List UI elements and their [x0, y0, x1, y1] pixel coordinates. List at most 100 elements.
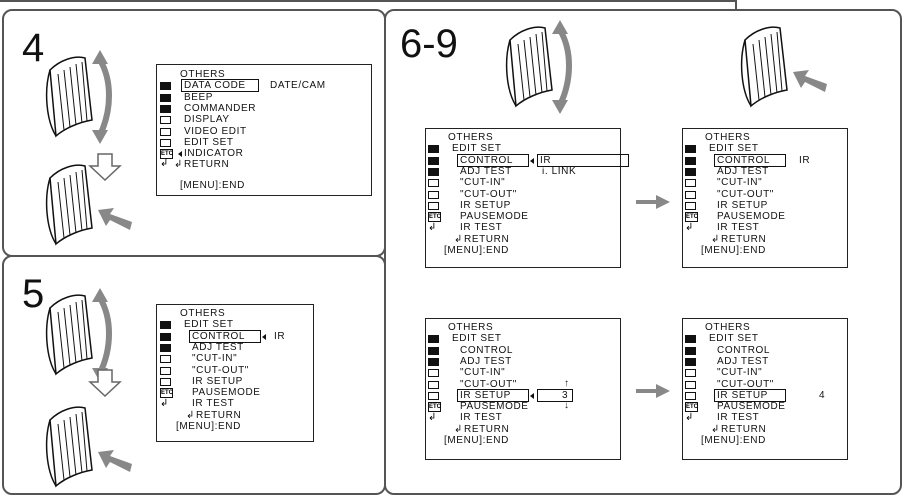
menu-category-icon: [685, 191, 696, 199]
menu-category-icon: [685, 335, 696, 343]
menu-category-icon: [428, 191, 439, 199]
menu-value: 4: [819, 391, 825, 401]
menu-category-icon: [685, 145, 696, 153]
menu-category-icon: [685, 202, 696, 210]
return-glyph-icon: ↲: [186, 411, 195, 421]
menu-category-icon: [428, 392, 439, 400]
menu-category-icon: [685, 157, 696, 165]
menu-category-icon: [428, 369, 439, 377]
menu-item: "CUT-IN": [192, 354, 237, 364]
menu-item: RETURN: [184, 160, 229, 170]
menu-category-icon: [160, 82, 171, 90]
step-6-9-label: 6-9: [400, 24, 458, 64]
menu-item: VIDEO EDIT: [184, 127, 247, 137]
return-icon: ↲: [428, 412, 436, 423]
right-arrow-icon: [636, 195, 670, 209]
menu-item: PAUSEMODE: [460, 402, 529, 412]
selector-arrow: [530, 158, 534, 164]
return-icon: ↲: [160, 158, 168, 169]
menu-value: DATE/CAM: [270, 81, 326, 91]
menu-item: ADJ TEST: [460, 167, 512, 177]
etc-icon: ETC: [428, 402, 441, 412]
return-icon: ↲: [160, 398, 168, 409]
etc-icon: ETC: [685, 402, 698, 412]
menu-item: PAUSEMODE: [460, 212, 529, 222]
jog-dial-rotate-illustration-6: [500, 20, 580, 120]
menu-category-icon: [160, 367, 171, 375]
highlight-box: [181, 79, 259, 92]
menu-item: RETURN: [721, 235, 766, 245]
menu-category-icon: [428, 347, 439, 355]
menu-category-icon: [160, 378, 171, 386]
menu-value: IR: [274, 332, 285, 342]
menu-item: IR TEST: [717, 413, 759, 423]
menu-category-icon: [160, 355, 171, 363]
menu-category-icon: [160, 128, 171, 136]
menu-category-icon: [428, 179, 439, 187]
highlight-box: [457, 154, 529, 167]
menu-item: ADJ TEST: [717, 357, 769, 367]
menu-category-icon: [160, 321, 171, 329]
menu-category-icon: [428, 381, 439, 389]
menu-item: IR TEST: [460, 413, 502, 423]
right-arrow-icon-2: [636, 384, 670, 398]
return-glyph-icon: ↲: [711, 425, 720, 435]
menu-item: BEEP: [184, 93, 213, 103]
highlight-box: [714, 389, 786, 402]
menu-category-icon: [685, 381, 696, 389]
menu-category-icon: [160, 344, 171, 352]
menu-item: IR TEST: [460, 223, 502, 233]
menu-item: ADJ TEST: [460, 357, 512, 367]
menu-item: INDICATOR: [184, 149, 243, 159]
etc-icon: ETC: [685, 212, 698, 222]
selector-arrow: [178, 151, 182, 157]
menu-item: "CUT-OUT": [192, 366, 249, 376]
return-icon: ↲: [428, 222, 436, 233]
menu-item: CONTROL: [717, 346, 770, 356]
menu-category-icon: [428, 202, 439, 210]
highlight-box: [714, 154, 786, 167]
return-glyph-icon: ↲: [711, 235, 720, 245]
menu-item: RETURN: [196, 411, 241, 421]
menu-title: OTHERS: [705, 323, 750, 333]
jog-dial-press-illustration-5: [40, 392, 135, 492]
return-icon: ↲: [685, 412, 693, 423]
menu-category-icon: [160, 139, 171, 147]
menu-item: PAUSEMODE: [717, 402, 786, 412]
menu-item: IR TEST: [192, 399, 234, 409]
option-item: i. LINK: [542, 167, 576, 177]
down-arrow-icon: ↓: [564, 401, 570, 411]
menu-title: OTHERS: [448, 323, 493, 333]
menu-item: COMMANDER: [184, 104, 256, 114]
menu-category-icon: [685, 347, 696, 355]
menu-category-icon: [160, 333, 171, 341]
menu-category-icon: [428, 358, 439, 366]
menu-category-icon: [685, 369, 696, 377]
menu-item: "CUT-OUT": [717, 190, 774, 200]
selector-arrow: [262, 334, 266, 340]
etc-icon: ETC: [428, 212, 441, 222]
highlight-box: [189, 330, 261, 343]
menu-title: OTHERS: [448, 133, 493, 143]
menu-item: PAUSEMODE: [192, 388, 261, 398]
menu-category-icon: [428, 168, 439, 176]
selector-arrow: [530, 393, 534, 399]
menu-category-icon: [160, 105, 171, 113]
menu-item: "CUT-IN": [717, 178, 762, 188]
menu-value: IR: [799, 156, 810, 166]
frame-top-line: [0, 0, 736, 2]
menu-end-hint: [MENU]:END: [701, 246, 766, 256]
menu-item: IR SETUP: [192, 377, 243, 387]
menu-category-icon: [428, 335, 439, 343]
jog-dial-press-illustration-6: [735, 12, 830, 112]
menu-end-hint: [MENU]:END: [701, 436, 766, 446]
menu-category-icon: [685, 168, 696, 176]
menu-item: EDIT SET: [452, 334, 502, 344]
menu-item: EDIT SET: [709, 334, 759, 344]
menu-category-icon: [160, 116, 171, 124]
return-glyph-icon: ↲: [454, 235, 463, 245]
menu-item: EDIT SET: [184, 138, 234, 148]
menu-category-icon: [685, 358, 696, 366]
jog-dial-rotate-illustration: [40, 50, 120, 150]
menu-item: ADJ TEST: [192, 343, 244, 353]
